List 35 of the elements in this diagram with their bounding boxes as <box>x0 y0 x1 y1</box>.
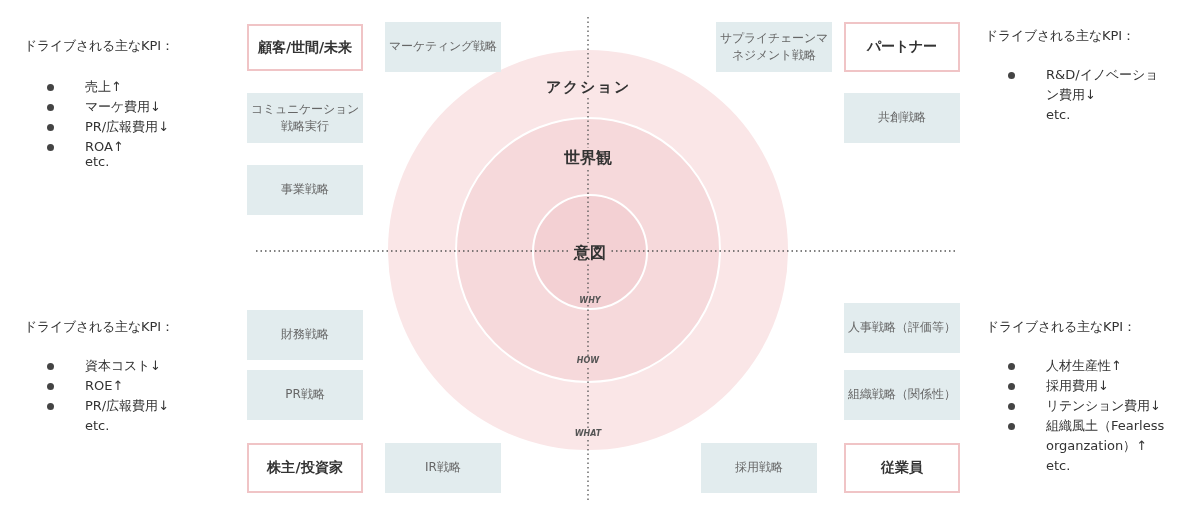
kpi-note: etc. <box>1046 457 1072 475</box>
stakeholder-box: 顧客/世間/未来 <box>247 24 363 71</box>
strategy-box: PR戦略 <box>247 370 363 420</box>
kpi-heading: ドライブされる主なKPI： <box>24 37 176 55</box>
kpi-note: etc. <box>1046 106 1072 124</box>
kpi-list-item: ROE↑ <box>85 377 125 395</box>
kpi-heading: ドライブされる主なKPI： <box>24 318 176 336</box>
kpi-list-item: 売上↑ <box>85 78 123 96</box>
kpi-note: etc. <box>85 153 111 171</box>
strategy-box: IR戦略 <box>385 443 501 493</box>
kpi-list-item: リテンション費用↓ <box>1046 397 1162 415</box>
kpi-list-item: マーケ費用↓ <box>85 98 162 116</box>
kpi-heading: ドライブされる主なKPI： <box>985 27 1137 45</box>
strategy-box: 組織戦略（関係性） <box>844 370 960 420</box>
stakeholder-box: 従業員 <box>844 443 960 493</box>
kpi-heading: ドライブされる主なKPI： <box>986 318 1138 336</box>
strategy-box: 採用戦略 <box>701 443 817 493</box>
kpi-list-item: 人材生産性↑ <box>1046 357 1123 375</box>
kpi-list-item: PR/広報費用↓ <box>85 397 171 415</box>
stakeholder-box: パートナー <box>844 22 960 72</box>
kpi-list-item: 資本コスト↓ <box>85 357 162 375</box>
strategy-box: マーケティング戦略 <box>385 22 501 72</box>
kpi-list-item: PR/広報費用↓ <box>85 118 171 136</box>
strategy-box: 共創戦略 <box>844 93 960 143</box>
kpi-list-item: ROA↑ <box>85 138 125 156</box>
strategy-box: 財務戦略 <box>247 310 363 360</box>
kpi-list-item: 採用費用↓ <box>1046 377 1110 395</box>
strategy-box: コミュニケーション戦略実行 <box>247 93 363 143</box>
strategy-box: 事業戦略 <box>247 165 363 215</box>
stakeholder-box: 株主/投資家 <box>247 443 363 493</box>
kpi-note: etc. <box>85 417 111 435</box>
ring-title: 世界観 <box>561 148 615 167</box>
ring-title: 意図 <box>571 243 609 262</box>
strategy-box: 人事戦略（評価等） <box>844 303 960 353</box>
strategy-box: サプライチェーンマネジメント戦略 <box>716 22 832 72</box>
